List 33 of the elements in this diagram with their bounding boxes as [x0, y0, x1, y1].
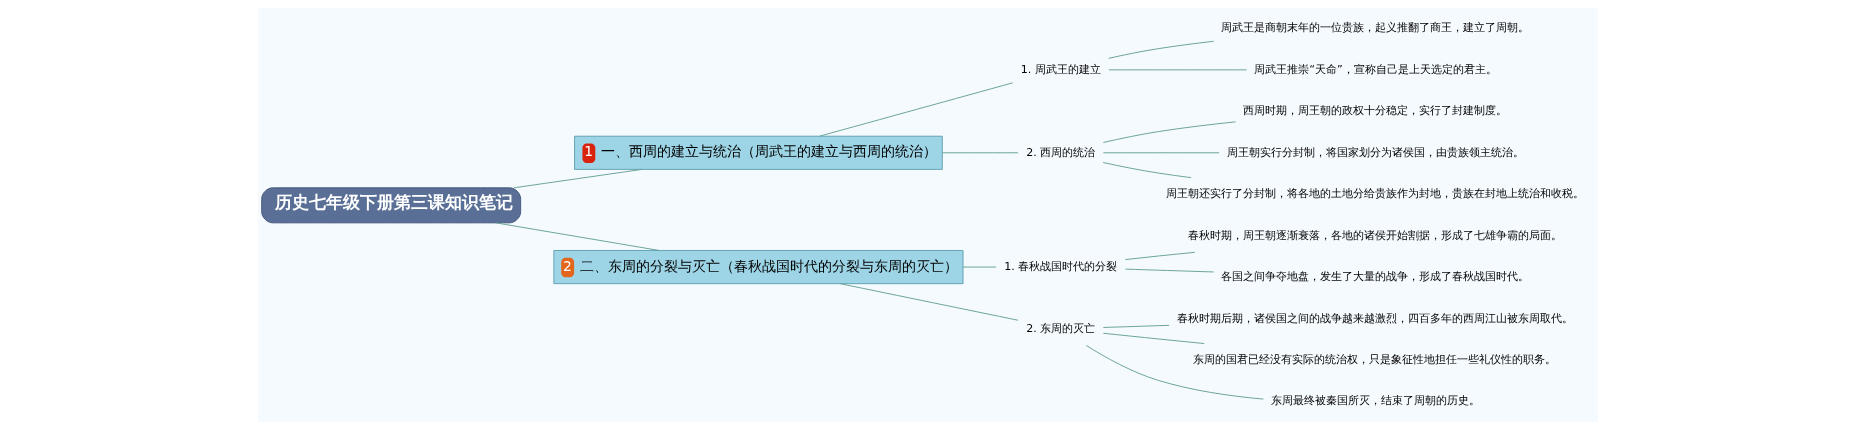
- connector: [818, 82, 1013, 137]
- node-text: 西周时期，周王朝的政权十分稳定，实行了封建制度。: [1242, 104, 1507, 118]
- node-text: 周王朝还实行了分封制，将各地的土地分给贵族作为封地，贵族在封地上统治和收税。: [1165, 187, 1584, 201]
- node-text: 1. 春秋战国时代的分裂: [1003, 259, 1117, 273]
- connector: [1085, 345, 1264, 400]
- connector: [1108, 69, 1247, 71]
- node-text: 春秋时期，周王朝逐渐衰落，各地的诸侯开始割据，形成了七雄争霸的局面。: [1187, 228, 1562, 242]
- node-text: 各国之间争夺地盘，发生了大量的战争，形成了春秋战国时代。: [1220, 270, 1529, 284]
- connector: [1102, 121, 1236, 143]
- connector: [839, 283, 1018, 321]
- connector: [513, 168, 643, 189]
- connector: [1124, 268, 1214, 273]
- node-text: 1. 周武王的建立: [1020, 62, 1101, 76]
- connector: [941, 152, 1019, 154]
- connector: [1102, 332, 1205, 344]
- connector: [1102, 324, 1170, 328]
- node-box: 2 二、东周的分裂与灭亡（春秋战国时代的分裂与东周的灭亡）: [552, 250, 963, 285]
- node-text: 2. 东周的灭亡: [1025, 321, 1095, 335]
- connector: [1107, 40, 1214, 59]
- node-text: 周武王推崇“天命”，宣称自己是上天选定的君主。: [1253, 62, 1497, 76]
- node-text: 周武王是商朝末年的一位贵族，起义推翻了商王，建立了周朝。: [1220, 21, 1529, 35]
- node-box: 1 一、西周的建立与统治（周武王的建立与西周的统治）: [573, 135, 943, 170]
- node-text: 2. 西周的统治: [1025, 145, 1095, 159]
- connector: [1124, 251, 1195, 261]
- node-text: 东周的国君已经没有实际的统治权，只是象征性地担任一些礼仪性的职务。: [1192, 353, 1556, 367]
- connector: [494, 222, 660, 251]
- connector: [1102, 152, 1220, 154]
- connector: [1102, 162, 1192, 179]
- node-text: 周王朝实行分封制，将国家划分为诸侯国，由贵族领主统治。: [1226, 145, 1524, 159]
- node-text: 春秋时期后期，诸侯国之间的战争越来越激烈，四百多年的西周江山被东周取代。: [1176, 311, 1573, 325]
- node-box: 历史七年级下册第三课知识笔记: [260, 187, 521, 224]
- connector: [962, 266, 997, 268]
- node-text: 东周最终被秦国所灭，结束了周朝的历史。: [1270, 394, 1480, 408]
